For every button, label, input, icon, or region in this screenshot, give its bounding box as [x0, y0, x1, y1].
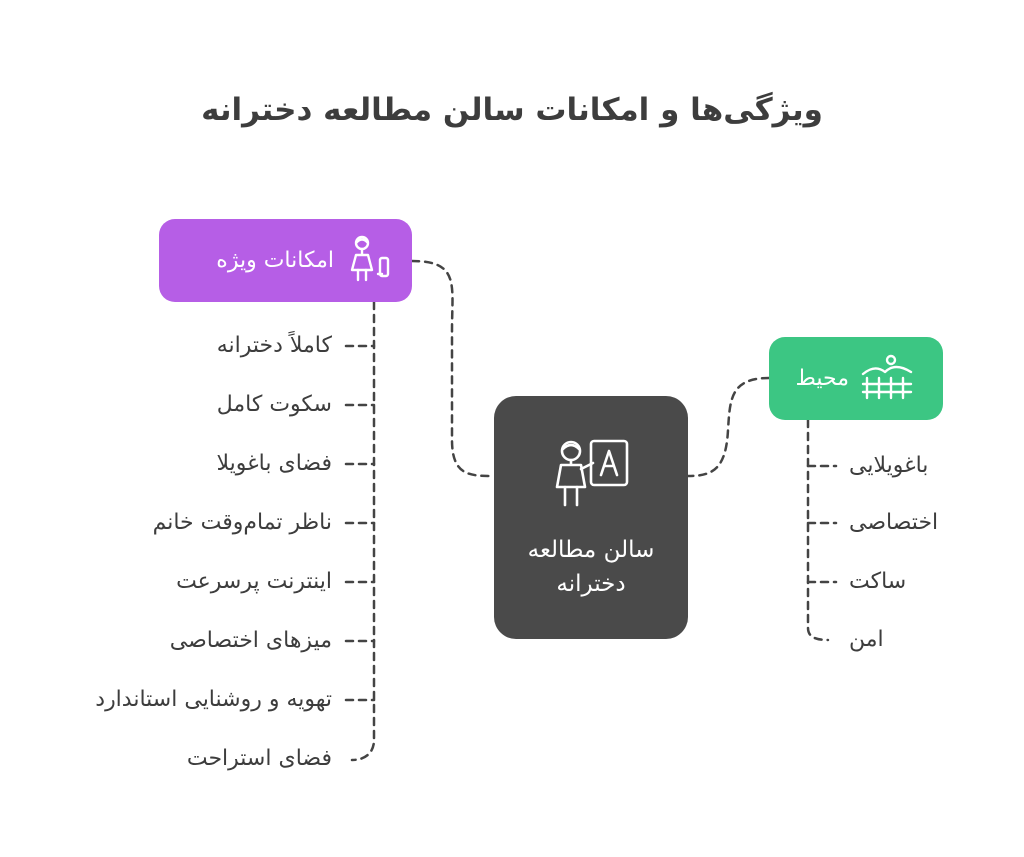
- right-list-item: امن: [849, 627, 884, 652]
- left-list-item: فضای باغویلا: [216, 451, 332, 476]
- connector-right-center: [686, 376, 771, 478]
- left-list-item: ناظر تمام‌وقت خانم: [152, 510, 332, 535]
- right-list-item: باغویلایی: [849, 453, 929, 478]
- right-list-item: ساکت: [849, 569, 907, 594]
- left-list-item: تهویه و روشنایی استاندارد: [95, 687, 332, 712]
- left-list-item: فضای استراحت: [186, 746, 332, 771]
- right-list-item: اختصاصی: [849, 510, 939, 535]
- right-category-node: محیط: [769, 337, 943, 420]
- diagram-title: ویژگی‌ها و امکانات سالن مطالعه دخترانه: [201, 92, 823, 128]
- left-category-node: امکانات ویژه: [159, 219, 412, 302]
- left-list-item: میزهای اختصاصی: [169, 628, 332, 653]
- woman-phone-icon: [348, 234, 396, 288]
- left-category-label: امکانات ویژه: [216, 248, 334, 273]
- left-list-item: اینترنت پرسرعت: [176, 569, 332, 594]
- left-list-item: کاملاً دخترانه: [216, 333, 332, 358]
- left-trunk: [350, 300, 376, 762]
- garden-fence-icon: [861, 352, 913, 406]
- right-category-label: محیط: [795, 366, 849, 391]
- connector-left-center: [410, 259, 496, 478]
- right-trunk: [806, 418, 830, 642]
- center-topic-node: سالن مطالعه دخترانه: [494, 396, 688, 639]
- left-list-item: سکوت کامل: [216, 392, 332, 417]
- student-board-icon: [551, 435, 631, 519]
- center-topic-label: سالن مطالعه دخترانه: [527, 536, 655, 597]
